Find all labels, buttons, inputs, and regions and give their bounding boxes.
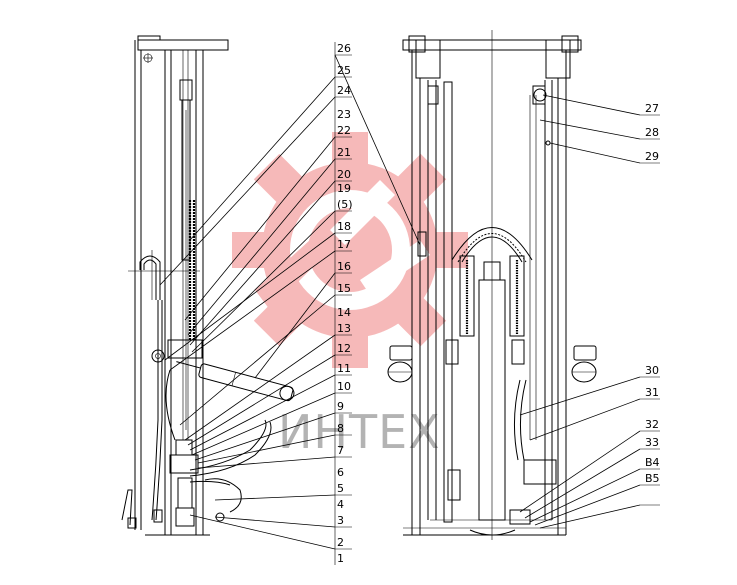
side-view xyxy=(121,35,295,536)
callout-5: 5 xyxy=(337,482,344,495)
callout-22: 22 xyxy=(337,124,351,137)
right-callouts: 27 28 29 30 31 32 33 В4 В5 xyxy=(519,94,660,529)
callout-28: 28 xyxy=(645,126,659,139)
callout-23: 23 xyxy=(337,108,351,121)
callout-6: 6 xyxy=(337,466,344,479)
callout-7: 7 xyxy=(337,444,344,457)
callout-13: 13 xyxy=(337,322,351,335)
callout-21: 21 xyxy=(337,146,351,159)
callout-14: 14 xyxy=(337,306,351,319)
watermark-logo xyxy=(232,132,468,368)
callout-v5: В5 xyxy=(645,472,660,485)
callout-2: 2 xyxy=(337,536,344,549)
front-view xyxy=(387,30,597,540)
callout-v4: В4 xyxy=(645,456,660,469)
callout-30: 30 xyxy=(645,364,659,377)
callout-12: 12 xyxy=(337,342,351,355)
watermark-text: ИНТЕХ xyxy=(278,405,441,459)
callout-18: 18 xyxy=(337,220,351,233)
callout-20: 20 xyxy=(337,168,351,181)
callout-32: 32 xyxy=(645,418,659,431)
callout-24: 24 xyxy=(337,84,351,97)
callout-10: 10 xyxy=(337,380,351,393)
callout-5b: (5) xyxy=(337,198,353,211)
callout-26: 26 xyxy=(337,42,351,55)
callout-33: 33 xyxy=(645,436,659,449)
callout-19: 19 xyxy=(337,182,351,195)
callout-4: 4 xyxy=(337,498,344,511)
callout-16: 16 xyxy=(337,260,351,273)
callout-31: 31 xyxy=(645,386,659,399)
callout-17: 17 xyxy=(337,238,351,251)
callout-9: 9 xyxy=(337,400,344,413)
callout-11: 11 xyxy=(337,362,351,375)
callout-1: 1 xyxy=(337,552,344,565)
left-callouts: 26 25 24 23 22 21 20 19 (5) 18 17 16 15 … xyxy=(159,42,421,565)
callout-29: 29 xyxy=(645,150,659,163)
callout-8: 8 xyxy=(337,422,344,435)
callout-15: 15 xyxy=(337,282,351,295)
callout-27: 27 xyxy=(645,102,659,115)
callout-3: 3 xyxy=(337,514,344,527)
